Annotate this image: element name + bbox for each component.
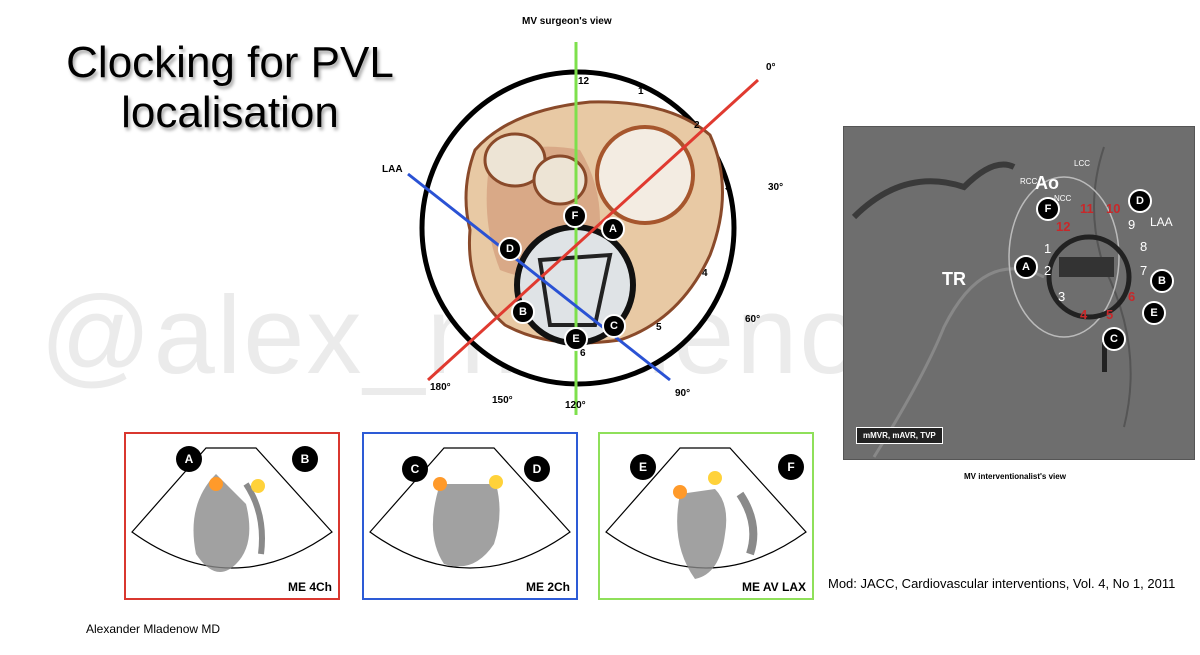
echo-panel-me4ch: A B ME 4Ch — [124, 432, 340, 600]
tr-label: TR — [942, 269, 966, 289]
marker-f: F — [563, 204, 587, 228]
echo-panel-me2ch: C D ME 2Ch — [362, 432, 578, 600]
xray-image: RCC Ao LCC NCC LAA TR 1 2 3 7 8 9 4 5 6 … — [843, 126, 1195, 460]
marker-e: E — [564, 327, 588, 351]
clock-diagram — [407, 42, 760, 415]
rcc-label: RCC — [1020, 177, 1038, 186]
xray-marker-a: A — [1014, 255, 1038, 279]
angle-label-120: 120° — [565, 400, 586, 411]
clock-number-5: 5 — [656, 322, 662, 333]
ao-label: Ao — [1035, 173, 1059, 193]
xray-marker-f: F — [1036, 197, 1060, 221]
xray-number-5: 5 — [1106, 307, 1114, 322]
angle-label-90: 90° — [675, 388, 691, 399]
xray-number-11: 11 — [1080, 201, 1094, 216]
angle-label-0: 0° — [766, 62, 776, 73]
angle-label-60: 60° — [745, 314, 761, 325]
xray-marker-b: B — [1150, 269, 1174, 293]
panel3-label: ME AV LAX — [741, 580, 806, 594]
xray-number-12: 12 — [1056, 219, 1071, 234]
xray-number-8: 8 — [1140, 239, 1148, 254]
red-line — [426, 78, 760, 382]
echo-sector-me2ch — [369, 447, 571, 569]
panel2-marker-d: D — [524, 456, 550, 482]
clock-number-1: 1 — [638, 86, 644, 97]
panel1-marker-a: A — [176, 446, 202, 472]
xray-number-6: 6 — [1128, 289, 1136, 304]
surgeon-view-label: MV surgeon's view — [522, 16, 612, 27]
page-title: Clocking for PVL localisation — [66, 38, 394, 137]
xray-marker-c: C — [1102, 327, 1126, 351]
xray-number-2: 2 — [1044, 263, 1052, 278]
interventionalist-view-label: MV interventionalist's view — [964, 472, 1066, 481]
echo-sector-me4ch — [131, 447, 333, 572]
clock-number-6: 6 — [580, 348, 586, 359]
laa-label: LAA — [382, 164, 403, 175]
panel1-label: ME 4Ch — [287, 580, 332, 594]
blue-line — [407, 172, 671, 382]
echo-sector-meavlax — [605, 447, 807, 579]
angle-label-30: 30° — [768, 182, 784, 193]
clock-number-2: 2 — [694, 120, 700, 131]
lcc-label: LCC — [1074, 159, 1091, 168]
xray-number-9: 9 — [1128, 217, 1136, 232]
xray-number-3: 3 — [1058, 289, 1066, 304]
ncc-label: NCC — [1054, 194, 1072, 203]
xray-marker-e: E — [1142, 301, 1166, 325]
marker-d: D — [498, 237, 522, 261]
xray-laa-label: LAA — [1150, 215, 1173, 229]
panel1-marker-b: B — [292, 446, 318, 472]
author-name: Alexander Mladenow MD — [86, 622, 221, 636]
echo-panel-meavlax: E F ME AV LAX — [598, 432, 814, 600]
clock-number-12: 12 — [578, 76, 590, 87]
xray-marker-d: D — [1128, 189, 1152, 213]
marker-b: B — [511, 300, 535, 324]
heart-illustration — [464, 100, 724, 346]
xray-number-10: 10 — [1106, 201, 1121, 216]
panel2-label: ME 2Ch — [525, 580, 570, 594]
marker-c: C — [602, 314, 626, 338]
xray-caption: mMVR, mAVR, TVP — [856, 427, 943, 444]
xray-background — [851, 146, 1132, 458]
xray-number-7: 7 — [1140, 263, 1148, 278]
angle-label-150: 150° — [492, 395, 513, 406]
angle-label-180: 180° — [430, 382, 451, 393]
panel2-marker-c: C — [402, 456, 428, 482]
marker-a: A — [601, 217, 625, 241]
panel3-marker-e: E — [630, 454, 656, 480]
xray-number-4: 4 — [1080, 307, 1088, 322]
panel3-marker-f: F — [778, 454, 804, 480]
citation: Mod: JACC, Cardiovascular interventions,… — [828, 576, 1176, 591]
xray-number-1: 1 — [1044, 241, 1052, 256]
clock-number-4: 4 — [702, 268, 708, 279]
clock-number-3: 3 — [725, 182, 731, 193]
